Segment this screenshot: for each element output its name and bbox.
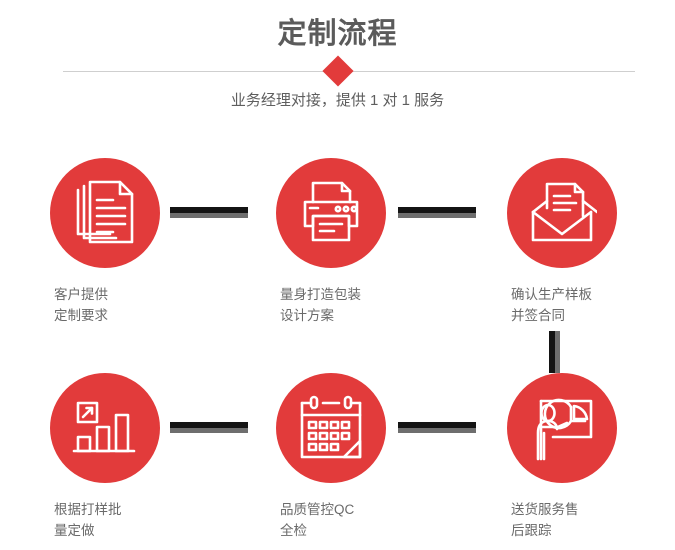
diamond-icon (322, 55, 354, 87)
connector-bar-dark (549, 331, 555, 373)
step-3-label: 确认生产样板 并签合同 (511, 287, 592, 323)
connector-bar-dark (398, 422, 476, 428)
connector-step4-step5 (170, 422, 248, 433)
connector-bar-gray (170, 213, 248, 218)
step-1-icon-circle (50, 158, 160, 268)
connector-bar-gray (170, 428, 248, 433)
step-1-label: 客户提供 定制要求 (54, 287, 108, 323)
documents-icon (76, 180, 134, 244)
presenter-pie-chart-icon (536, 398, 593, 461)
connector-bar-gray (398, 428, 476, 433)
connector-bar-gray (398, 213, 476, 218)
step-5-icon-circle (276, 373, 386, 483)
step-4-icon-circle (50, 373, 160, 483)
step-2-label: 量身打造包装 设计方案 (280, 287, 361, 323)
step-6-label: 送货服务售 后跟踪 (511, 502, 579, 538)
connector-bar-dark (170, 207, 248, 213)
step-2-icon-circle (276, 158, 386, 268)
connector-step3-step6 (549, 331, 560, 373)
step-3-icon-circle (507, 158, 617, 268)
bar-chart-growth-icon (72, 401, 136, 453)
page-title: 定制流程 (277, 18, 398, 50)
calendar-icon (300, 395, 362, 459)
printer-icon (303, 181, 359, 242)
connector-step5-step6 (398, 422, 476, 433)
connector-bar-dark (170, 422, 248, 428)
step-6-icon-circle (507, 373, 617, 483)
connector-step2-step3 (398, 207, 476, 218)
envelope-document-icon (531, 182, 597, 242)
title-divider (63, 55, 635, 87)
connector-bar-gray (555, 331, 560, 373)
page-subtitle: 业务经理对接，提供 1 对 1 服务 (230, 92, 445, 109)
connector-bar-dark (398, 207, 476, 213)
step-4-label: 根据打样批 量定做 (54, 502, 122, 538)
step-5-label: 品质管控QC 全检 (280, 502, 355, 538)
connector-step1-step2 (170, 207, 248, 218)
